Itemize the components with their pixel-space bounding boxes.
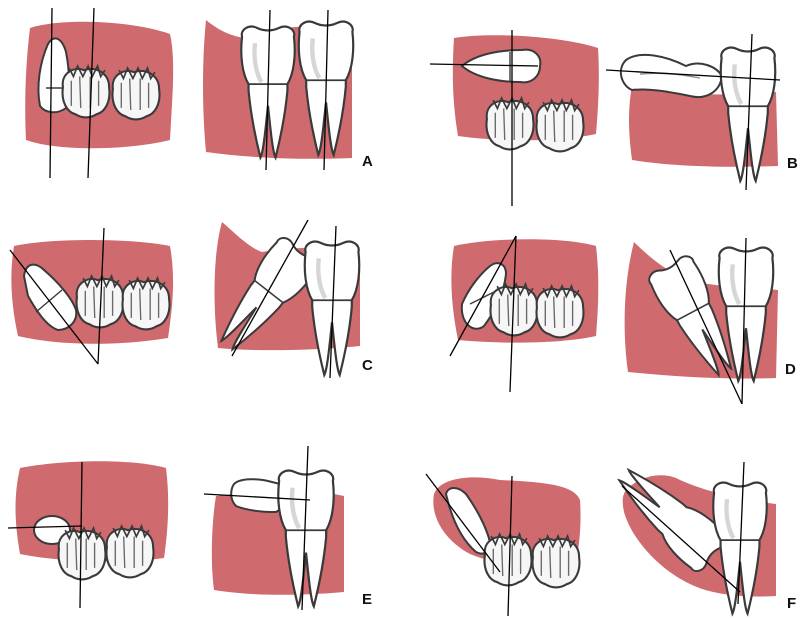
second-molar	[58, 528, 105, 579]
second-molar	[305, 242, 359, 375]
first-molar	[122, 278, 169, 329]
panel-a-lateral-view	[203, 10, 353, 170]
panel-d: D	[450, 236, 796, 404]
panel-f-occlusal-view	[426, 474, 581, 616]
first-molar	[112, 68, 159, 119]
panel-e: E	[8, 446, 372, 610]
first-molar	[536, 100, 583, 151]
panel-a-occlusal-view	[25, 8, 173, 178]
panel-f: F	[426, 457, 796, 616]
panel-c: C	[10, 220, 373, 378]
panel-label-b: B	[787, 155, 798, 172]
panel-label-c: C	[362, 357, 373, 374]
first-molar	[532, 536, 579, 587]
panel-c-lateral-view	[207, 220, 360, 378]
panel-f-lateral-view	[607, 457, 776, 614]
panel-label-d: D	[785, 361, 796, 378]
panel-d-occlusal-view	[450, 236, 598, 392]
panel-label-a: A	[362, 153, 373, 170]
first-molar	[536, 286, 583, 337]
panel-label-f: F	[787, 595, 796, 612]
panel-c-occlusal-view	[10, 228, 173, 364]
panel-d-lateral-view	[625, 238, 778, 404]
second-molar	[486, 98, 533, 149]
second-molar	[62, 66, 109, 117]
panel-e-lateral-view	[204, 446, 344, 610]
panel-b: B	[430, 30, 798, 206]
first-molar	[106, 526, 153, 577]
panel-e-occlusal-view	[8, 461, 168, 608]
panel-a: A	[25, 8, 373, 178]
panel-b-lateral-view	[606, 34, 780, 190]
panel-b-occlusal-view	[430, 30, 599, 206]
panel-label-e: E	[362, 591, 372, 608]
